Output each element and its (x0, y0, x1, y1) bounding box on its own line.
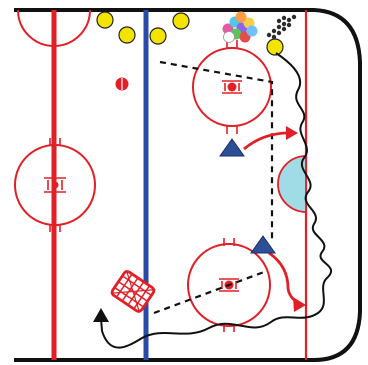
yellow-cone-icon (173, 13, 189, 29)
puck-pile-icon (267, 15, 296, 39)
triangle-player-icon (220, 139, 244, 156)
arrow-head-icon (286, 126, 298, 140)
top-right-faceoff-dot (228, 83, 237, 92)
rink-boards (14, 10, 360, 360)
colored-puck-pile (223, 12, 258, 43)
left-faceoff-dot (52, 182, 59, 189)
yellow-cone-icon (97, 12, 113, 28)
yellow-cone-icon (267, 39, 283, 55)
goal-net-icon (111, 270, 156, 313)
arrow-head-icon (293, 297, 306, 312)
coach-marker (116, 78, 129, 91)
triangle-player-icon (251, 236, 275, 253)
arrow-head-icon (93, 308, 109, 322)
dashed-pass-lines (154, 62, 272, 313)
yellow-cone-icon (150, 28, 166, 44)
yellow-cone-icon (119, 27, 135, 43)
